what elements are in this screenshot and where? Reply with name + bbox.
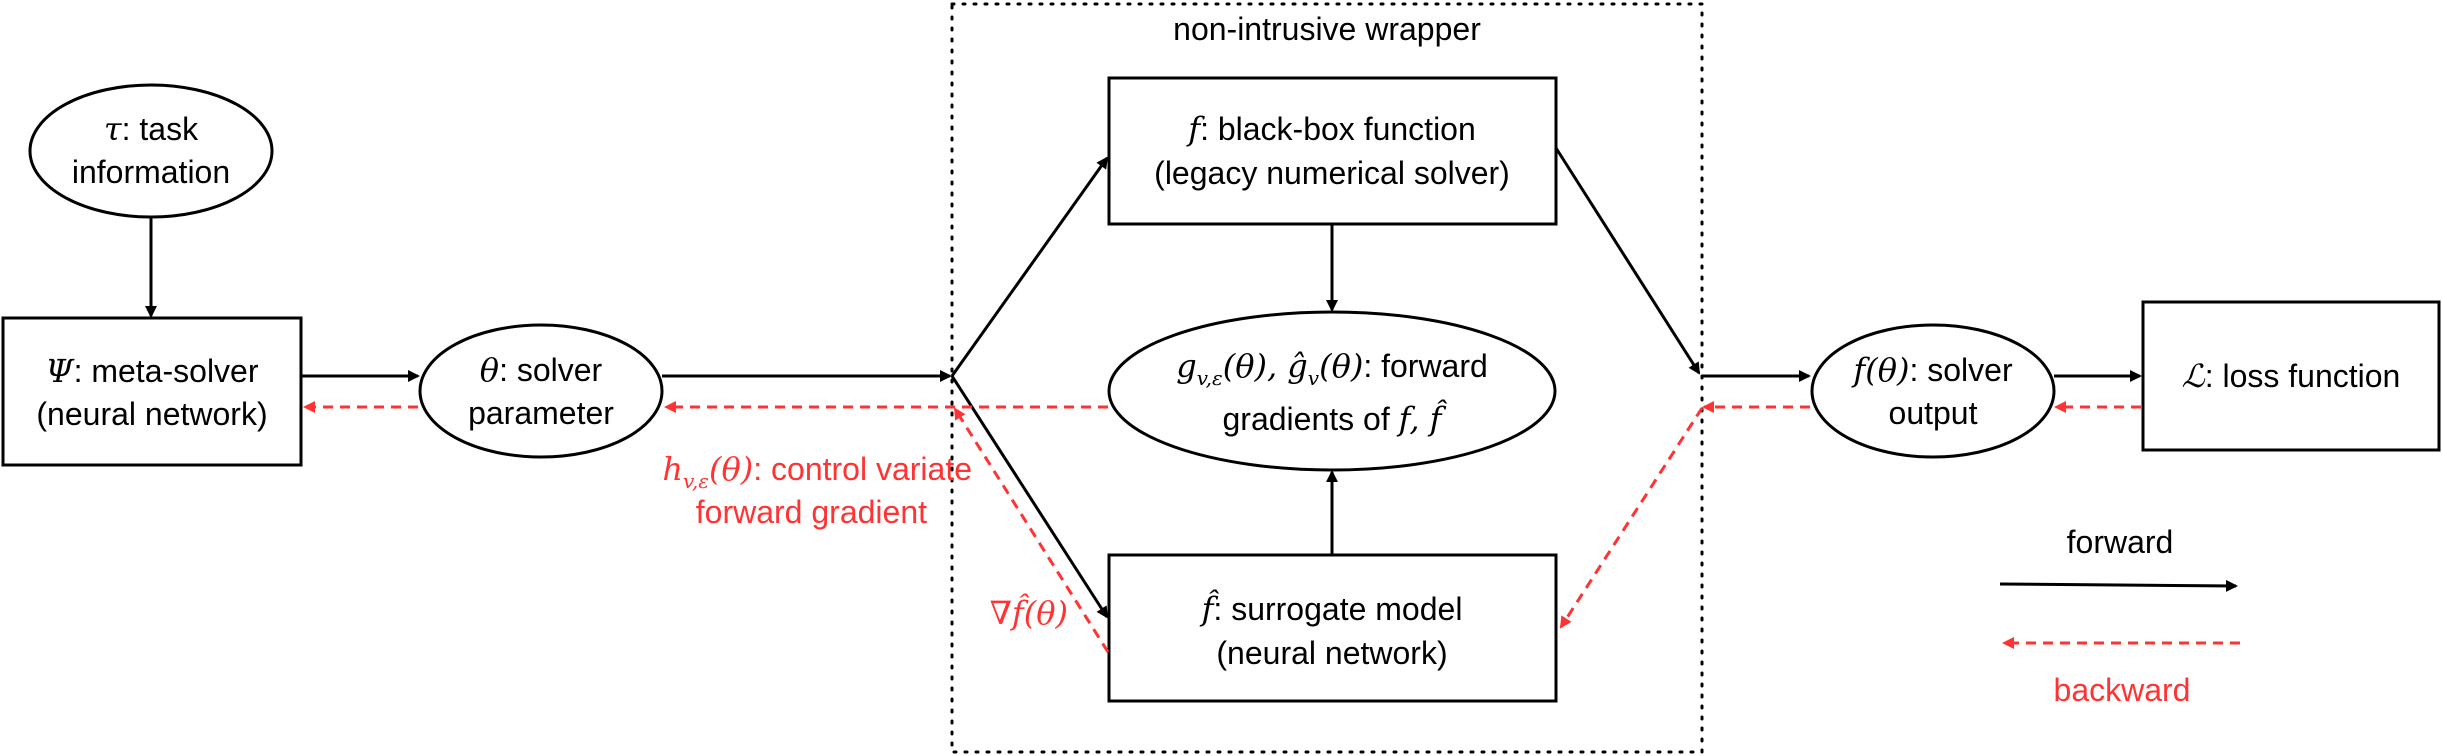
surrogate-label-line2: (neural network) — [1216, 635, 1447, 671]
control-variate-label-line1: hv,ε(θ): control variate — [662, 450, 972, 493]
legend-backward-label: backward — [2054, 672, 2191, 708]
edge-wrapper-to-surrogate — [950, 375, 1109, 619]
forward-gradients-label-line1: gv,ε(θ), ĝv(θ): forward — [1176, 347, 1488, 390]
meta-solver-label-line2: (neural network) — [36, 396, 267, 432]
black-box-node — [1107, 76, 1558, 226]
forward-gradients-label-line2: gradients of f, f̂ — [1223, 399, 1448, 438]
surrogate-node — [1107, 553, 1558, 703]
edge-wrapper-to-black-box — [950, 156, 1109, 377]
control-variate-label-line2: forward gradient — [696, 494, 927, 530]
solver-output-label-line2: output — [1889, 395, 1978, 431]
meta-solver-label-line1: Ψ: meta-solver — [46, 352, 259, 390]
wrapper-title: non-intrusive wrapper — [1173, 11, 1481, 47]
solver-output-node — [1810, 323, 2056, 459]
solver-param-node — [418, 323, 664, 459]
edge-black-box-to-wrapper-exit — [1554, 147, 1701, 375]
solver-param-label-line1: θ: solver — [480, 351, 603, 389]
forward-gradients-node — [1107, 310, 1557, 472]
legend-forward-label: forward — [2067, 524, 2174, 560]
black-box-label-line1: f: black-box function — [1186, 110, 1476, 148]
surrogate-gradient-label: ∇f̂(θ) — [990, 593, 1068, 632]
task-label-line1: τ: task — [104, 110, 199, 148]
wrapper-box — [950, 2, 1704, 754]
back-edge-surrogate-to-wrapper — [953, 407, 1110, 653]
legend-forward-arrow — [1999, 579, 2238, 592]
black-box-label-line2: (legacy numerical solver) — [1154, 155, 1510, 191]
back-edge-wrapper-to-surrogate — [1559, 407, 1704, 629]
loss-label: ℒ: loss function — [2182, 357, 2401, 395]
solver-output-label-line1: f(θ): solver — [1851, 351, 2013, 389]
task-node — [28, 83, 274, 219]
task-label-line2: information — [72, 154, 230, 190]
solver-param-label-line2: parameter — [468, 395, 614, 431]
loss-node — [2141, 300, 2441, 452]
surrogate-label-line1: f̂: surrogate model — [1200, 589, 1463, 628]
meta-solver-node — [1, 316, 303, 467]
